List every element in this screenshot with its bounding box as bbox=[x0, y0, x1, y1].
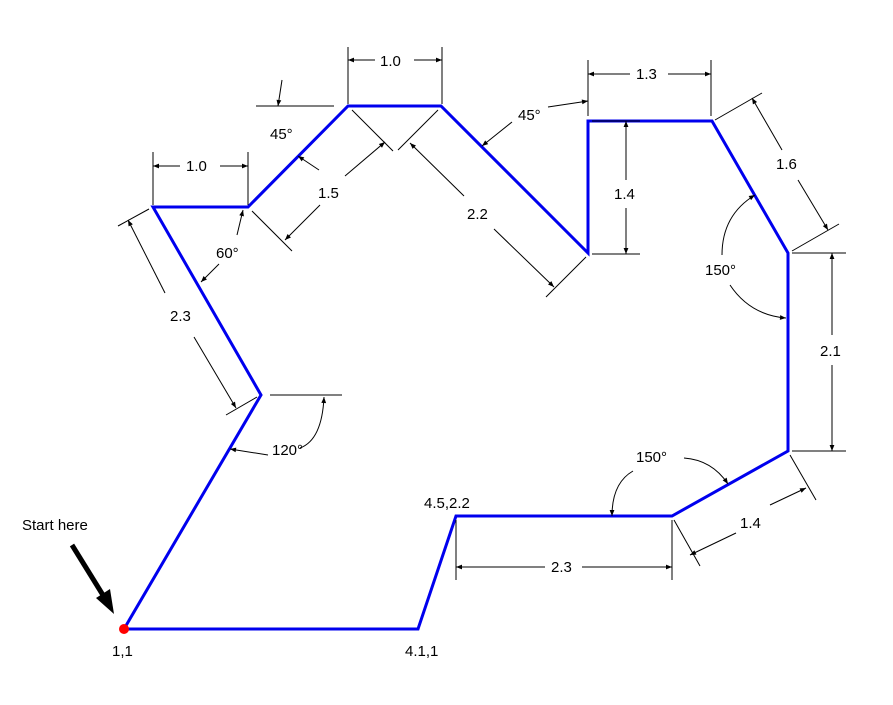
dim-label: 1.0 bbox=[380, 53, 401, 70]
dim-label: 1.6 bbox=[776, 156, 797, 173]
start-point bbox=[119, 624, 129, 634]
point-label-bottom-right: 4.1,1 bbox=[405, 643, 438, 660]
point-label-inner-corner: 4.5,2.2 bbox=[424, 495, 470, 512]
dim-diag-left: 1.5 bbox=[251, 109, 394, 252]
dim-label: 2.3 bbox=[170, 308, 191, 325]
dim-bottom-width: 2.3 bbox=[455, 520, 673, 580]
dim-label: 1.4 bbox=[614, 186, 635, 203]
angle-left-inner: 60° bbox=[200, 209, 244, 283]
angle-top-middle: 45° bbox=[481, 99, 589, 147]
dim-top-right-width: 1.3 bbox=[587, 60, 712, 116]
dim-top-middle-width: 1.0 bbox=[347, 47, 443, 104]
dim-bottom-diag: 1.4 bbox=[673, 454, 817, 567]
start-arrow-icon bbox=[69, 543, 114, 614]
angle-label: 45° bbox=[270, 126, 293, 143]
angle-label: 45° bbox=[518, 107, 541, 124]
dim-label: 1.3 bbox=[636, 66, 657, 83]
angle-left-lower: 120° bbox=[229, 394, 342, 459]
angle-right-lower: 150° bbox=[609, 449, 729, 517]
point-label-start: 1,1 bbox=[112, 643, 133, 660]
angle-label: 150° bbox=[705, 262, 736, 279]
dim-label: 1.0 bbox=[186, 158, 207, 175]
angle-right-upper: 150° bbox=[705, 194, 787, 320]
dim-right-diag: 1.6 bbox=[714, 92, 840, 252]
dim-right-height: 2.1 bbox=[792, 252, 846, 452]
profile-outline bbox=[122, 104, 790, 631]
start-label: Start here bbox=[22, 517, 88, 534]
angle-label: 150° bbox=[636, 449, 667, 466]
angle-label: 120° bbox=[272, 442, 303, 459]
angle-top-left: 45° bbox=[256, 79, 334, 171]
dim-label: 1.5 bbox=[318, 185, 339, 202]
dim-left-long: 2.3 bbox=[117, 208, 258, 416]
dim-label: 2.2 bbox=[467, 206, 488, 223]
dim-label: 2.1 bbox=[820, 343, 841, 360]
dim-diag-middle: 2.2 bbox=[397, 109, 587, 298]
dim-label: 2.3 bbox=[551, 559, 572, 576]
angle-label: 60° bbox=[216, 245, 239, 262]
dim-step-height: 1.4 bbox=[592, 120, 640, 255]
dim-label: 1.4 bbox=[740, 515, 761, 532]
dim-top-left-width: 1.0 bbox=[152, 152, 249, 205]
